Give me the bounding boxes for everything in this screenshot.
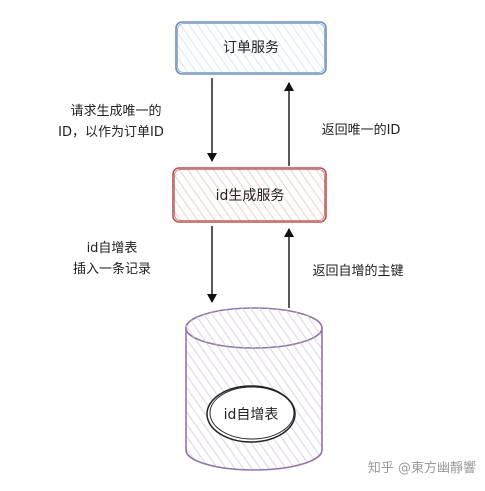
insert-label-line1: id自增表 [87, 241, 138, 256]
watermark-text: 知乎 @東方幽靜響 [368, 460, 476, 476]
insert-label-line2: 插入一条记录 [73, 261, 151, 277]
request-label-line1: 请求生成唯一的 [70, 103, 161, 119]
request-label-line2: ID，以作为订单ID [58, 125, 164, 140]
order-service-label: 订单服务 [223, 40, 279, 56]
database-table-circle: id自增表 [206, 385, 296, 443]
id-service-label: id生成服务 [216, 188, 285, 204]
return-unique-id-label: 返回唯一的ID [322, 122, 401, 138]
return-primary-key-label: 返回自增的主键 [312, 263, 403, 279]
id-service-node: id生成服务 [172, 167, 327, 223]
database-table-label: id自增表 [224, 407, 279, 423]
order-service-node: 订单服务 [175, 21, 327, 75]
